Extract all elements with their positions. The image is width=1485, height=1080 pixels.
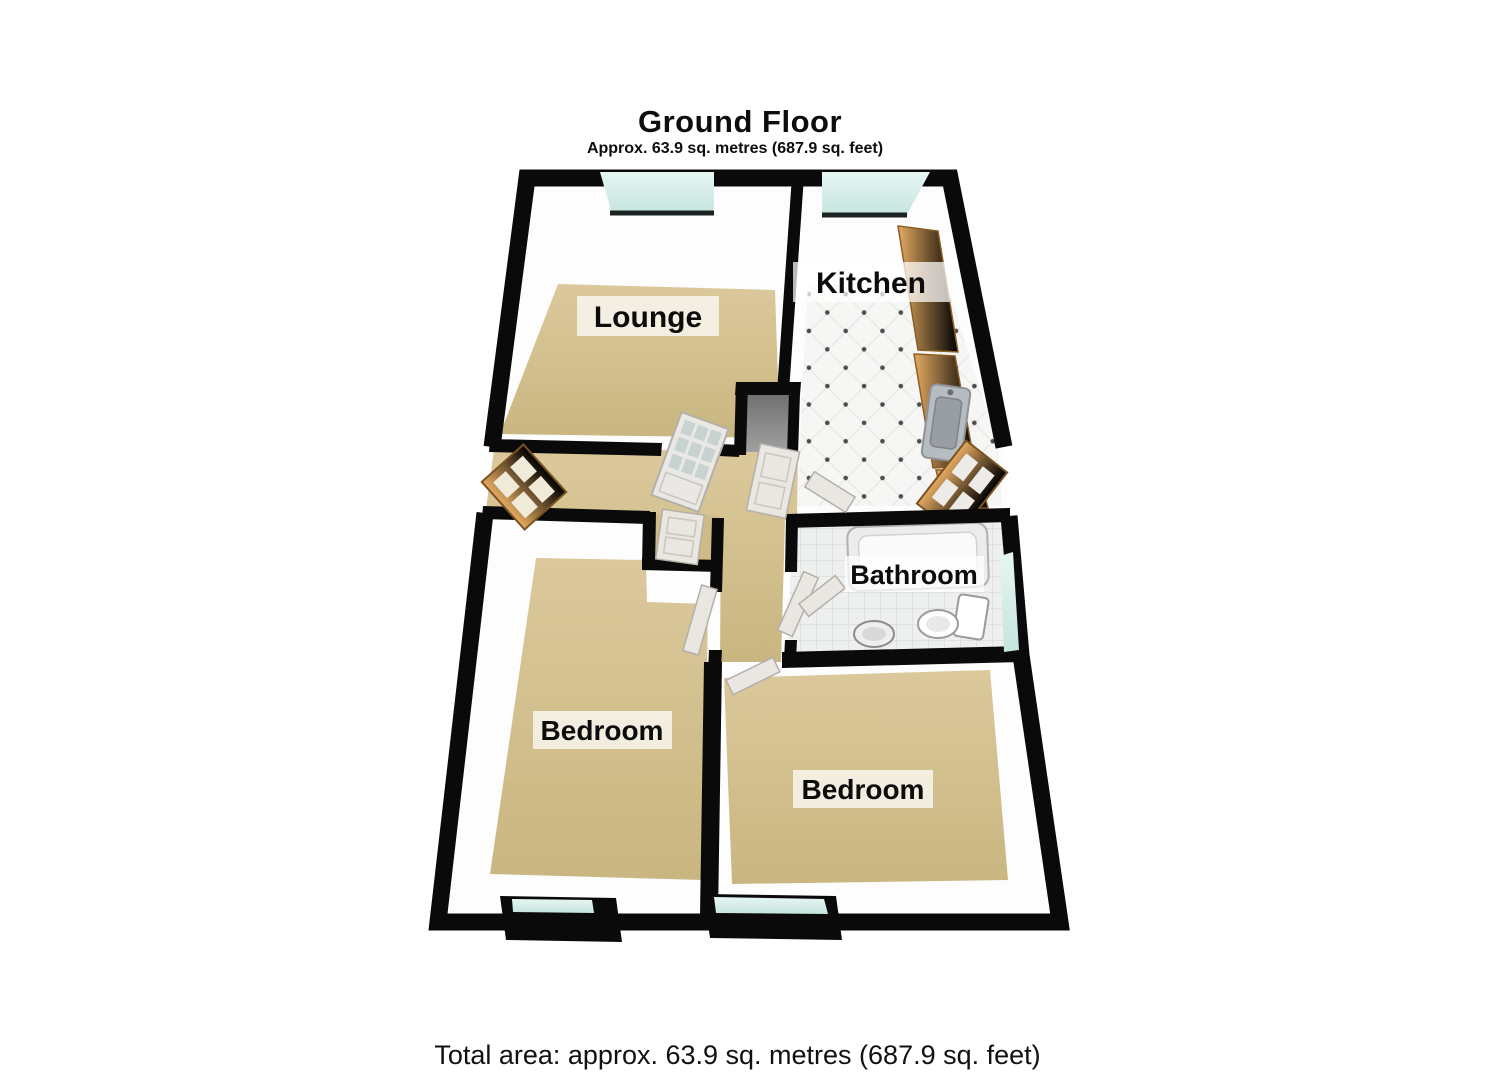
interior-walls [482,176,1023,916]
bathroom-basin [853,620,895,648]
bedroom-right-window [714,897,828,914]
lounge-glazed-door [650,410,730,514]
bathroom-door [776,570,847,638]
bedroom-left-window [512,899,594,913]
bedroom-right-label: Bedroom [793,770,933,808]
vestibule-door [745,442,801,520]
bedroom-left-door [682,584,718,656]
svg-text:Bedroom: Bedroom [541,715,664,746]
bedroom-right-door [725,656,781,696]
closet-door [654,508,706,566]
front-door [480,443,568,531]
vestibule-floor [744,392,796,452]
total-area-text: Total area: approx. 63.9 sq. metres (687… [434,1040,1041,1070]
svg-text:Lounge: Lounge [594,301,702,334]
svg-text:Bedroom: Bedroom [802,774,925,805]
bedroom-left-label: Bedroom [533,711,672,749]
svg-text:Kitchen: Kitchen [816,267,926,300]
outer-walls [428,169,1070,931]
lounge-window [600,172,714,216]
kitchen-door [803,470,857,514]
bathroom-window [1000,552,1019,652]
bathroom-label: Bathroom [845,556,984,592]
page-subtitle: Approx. 63.9 sq. metres (687.9 sq. feet) [586,140,884,157]
svg-text:Bathroom: Bathroom [850,560,978,590]
page-title: Ground Floor [637,104,843,139]
kitchen-label: Kitchen [793,262,950,302]
toilet [917,593,990,641]
kitchen-window [822,172,930,218]
lounge-label: Lounge [577,296,719,336]
